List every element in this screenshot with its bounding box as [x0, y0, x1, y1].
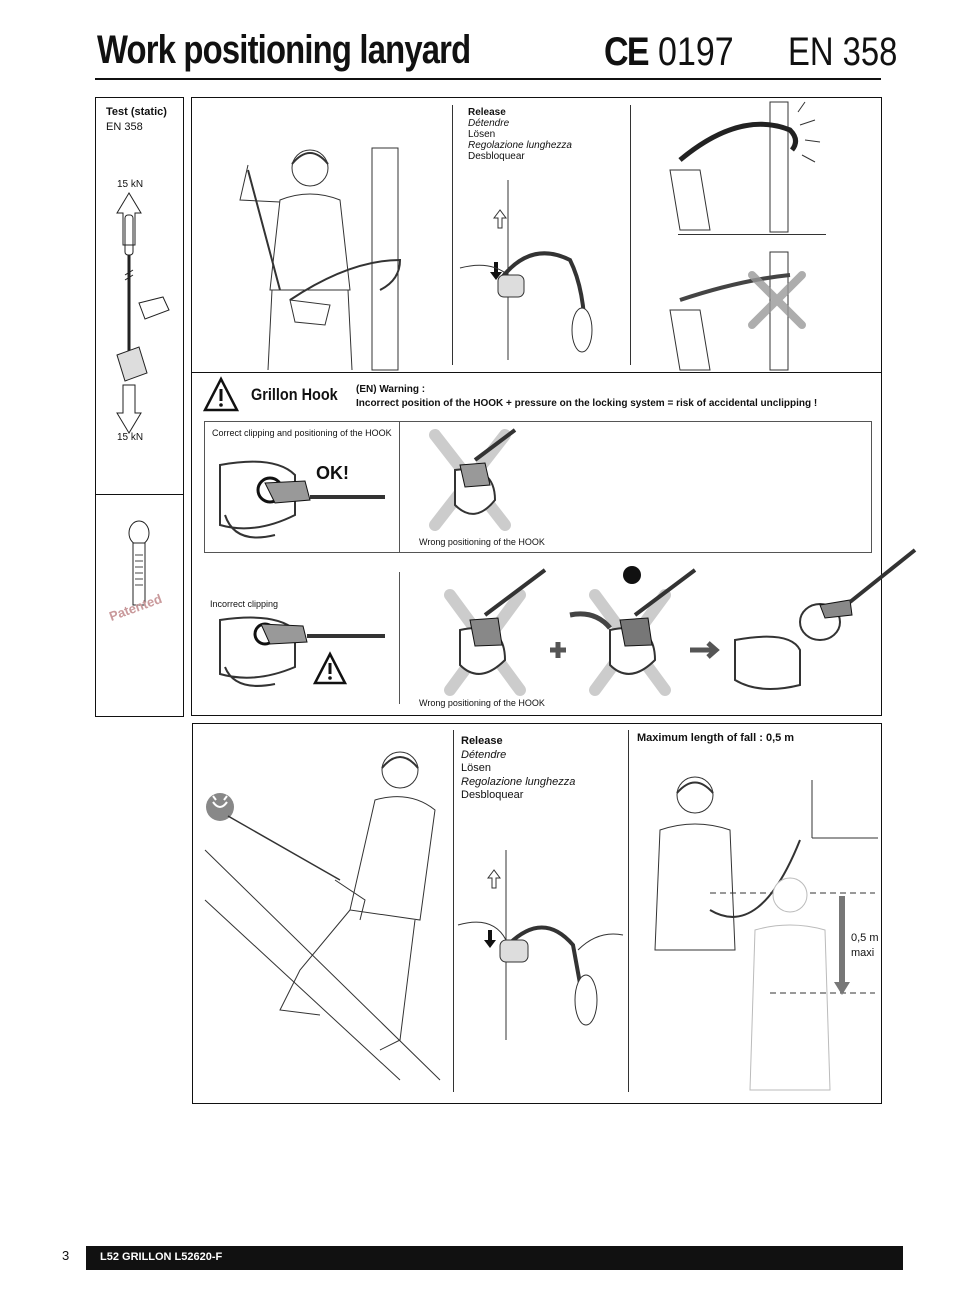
header-rule [95, 78, 881, 80]
divider [678, 234, 826, 235]
release-line: Release [468, 107, 506, 118]
release-line: Détendre [461, 748, 507, 761]
max-fall-title: Maximum length of fall : 0,5 m [637, 732, 795, 744]
wrong-hook-illustration-1 [429, 428, 517, 531]
divider [628, 730, 629, 1092]
patented-hook-diagram [128, 520, 150, 606]
test-title: Test (static) [106, 106, 167, 118]
divider [630, 105, 631, 365]
page-title: Work positioning lanyard [97, 28, 471, 72]
release-line: Desbloquear [461, 789, 524, 801]
footer-bar [86, 1246, 903, 1270]
standard-number: EN 358 [788, 30, 898, 74]
warning-triangle-icon [312, 651, 348, 685]
incorrect-clipping-illustration [219, 616, 385, 687]
release-line: Lösen [468, 129, 496, 140]
release-line: Regolazione lunghezza [468, 140, 572, 151]
fall-height-illustration [654, 776, 878, 1091]
worker-pole-illustration [239, 147, 402, 371]
accidental-unclipping-sequence [444, 548, 917, 696]
ce-mark: CE [604, 30, 650, 74]
warning-text: Incorrect position of the HOOK + pressur… [356, 398, 818, 409]
test-standard: EN 358 [106, 121, 143, 133]
release-line: Release [461, 735, 503, 747]
clipping-comparison-box [204, 421, 872, 553]
top-section [191, 97, 882, 716]
divider [399, 572, 400, 704]
wrong-positioning-label-2: Wrong positioning of the HOOK [419, 698, 545, 708]
test-panel-divider [95, 494, 184, 495]
worker-pole-comparison [669, 101, 821, 371]
divider [452, 105, 453, 365]
divider [453, 730, 454, 1092]
release-instructions-bottom: Release Détendre Lösen Regolazione lungh… [461, 735, 575, 803]
test-panel [95, 97, 184, 717]
divider [191, 372, 882, 373]
force-bottom-label: 15 kN [117, 432, 144, 443]
correct-clipping-label: Correct clipping and positioning of the … [212, 428, 392, 438]
product-name: Grillon Hook [251, 385, 338, 404]
worker-slope-illustration [204, 751, 441, 1081]
release-line: Regolazione lunghezza [461, 775, 576, 788]
release-line: Détendre [468, 118, 510, 129]
release-line: Lösen [461, 762, 491, 774]
wrong-positioning-label-1: Wrong positioning of the HOOK [419, 537, 545, 547]
release-hands-illustration [457, 850, 624, 1040]
divider [399, 421, 400, 553]
incorrect-clipping-label: Incorrect clipping [210, 599, 279, 609]
warning-triangle-icon [202, 376, 240, 412]
fall-measure-unit: maxi [851, 947, 875, 959]
fall-measure-value: 0,5 m [851, 932, 879, 944]
ce-number: 0197 [658, 30, 734, 74]
static-test-diagram [116, 192, 170, 434]
fall-measure: 0,5 m maxi [851, 931, 879, 961]
ok-label: OK! [316, 463, 349, 483]
footer-reference: L52 GRILLON L52620-F [100, 1251, 223, 1263]
bottom-section [192, 723, 882, 1104]
release-instructions-top: Release Détendre Lösen Regolazione lungh… [468, 107, 572, 162]
page-number: 3 [62, 1248, 70, 1263]
release-line: Desbloquear [468, 151, 525, 162]
release-hand-illustration [459, 180, 593, 360]
correct-clipping-illustration [219, 460, 385, 539]
force-top-label: 15 kN [117, 179, 144, 190]
warning-heading: (EN) Warning : [356, 384, 426, 395]
